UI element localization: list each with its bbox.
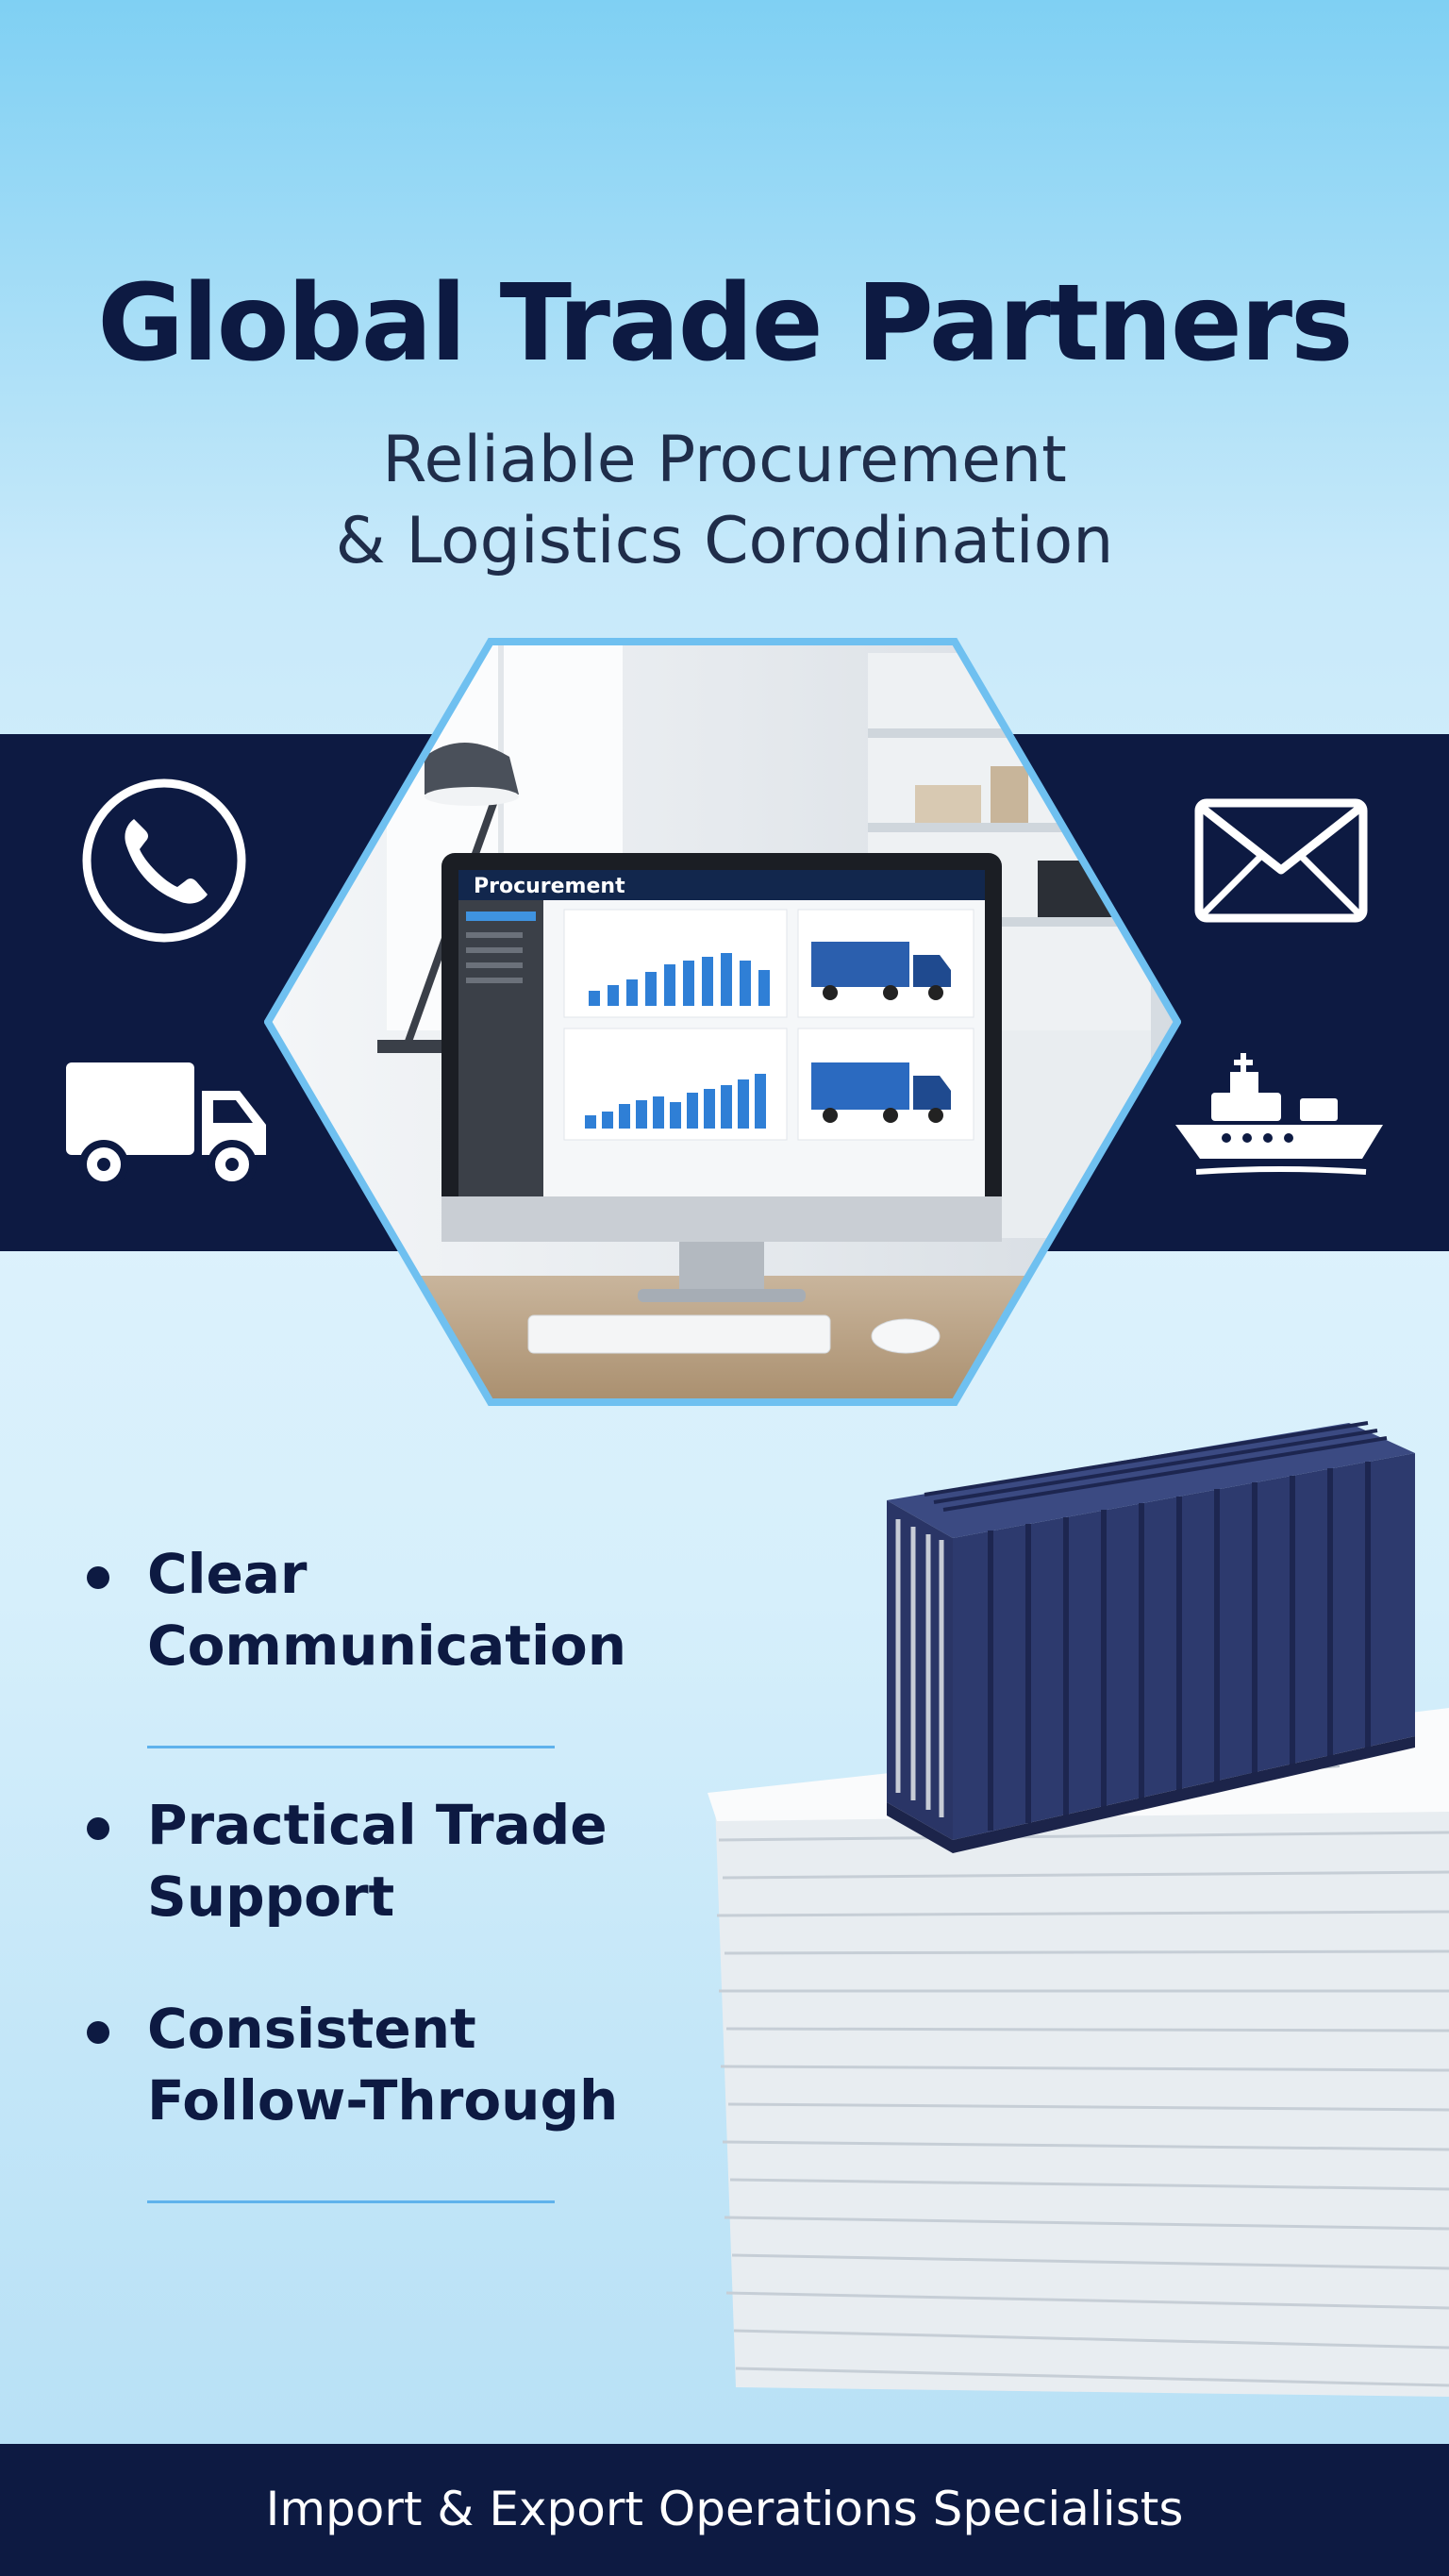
footer-tagline: Import & Export Operations Specialists: [265, 2482, 1184, 2536]
page-title: Global Trade Partners: [97, 262, 1353, 385]
subtitle-line-1: Reliable Procurement: [382, 423, 1067, 497]
bullet-icon: [87, 2021, 109, 2044]
feature-label: Practical Trade Support: [147, 1793, 608, 1929]
container-on-documents-image: [708, 1421, 1449, 2397]
phone-icon: [82, 778, 246, 943]
subtitle-line-2: & Logistics Corodination: [335, 504, 1114, 578]
divider: [147, 2200, 555, 2203]
footer-bar: [0, 2444, 1449, 2576]
monitor-app-title: Procurement: [474, 875, 625, 898]
office-hexagon-image: Procurement: [264, 638, 1181, 1406]
feature-label: Clear Communication: [147, 1542, 627, 1678]
mail-icon: [1194, 798, 1368, 923]
divider: [147, 1746, 555, 1748]
bullet-icon: [87, 1817, 109, 1840]
bullet-icon: [87, 1566, 109, 1589]
truck-icon: [66, 1062, 266, 1189]
feature-label: Consistent Follow-Through: [147, 1997, 619, 2133]
ship-icon: [1175, 1053, 1383, 1175]
